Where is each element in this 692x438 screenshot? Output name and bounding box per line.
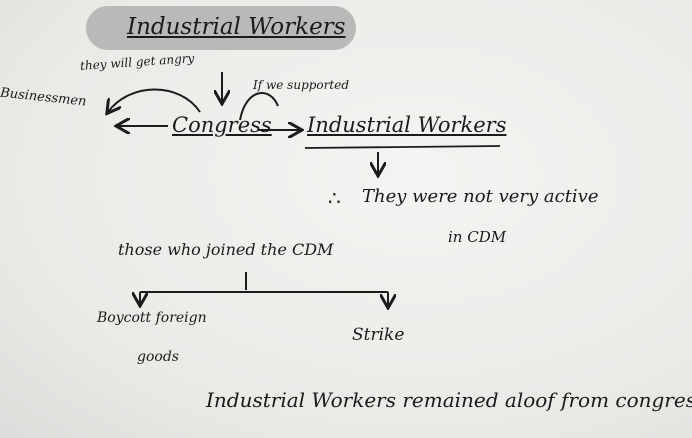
arrow-support-curve (239, 92, 279, 121)
title-highlight (86, 6, 356, 50)
branch-strike: Strike (352, 325, 405, 345)
summary-line: Industrial Workers remained aloof from c… (206, 388, 692, 412)
note-supported: If we supported (253, 78, 349, 92)
branch-boycott-goods: goods (137, 349, 179, 365)
branch-boycott: Boycott foreign (97, 310, 207, 326)
therefore-symbol: ∴ (328, 186, 341, 210)
node-congress: Congress (172, 113, 272, 137)
page-title: Industrial Workers (127, 14, 346, 40)
conclusion-line-1: They were not very active (362, 186, 599, 207)
joined-cdm-label: those who joined the CDM (118, 240, 334, 259)
arrow-congress-to-businessmen-curve (108, 88, 201, 113)
conclusion-line-2: in CDM (448, 228, 507, 246)
industrial-underline (304, 145, 501, 149)
node-industrial-workers: Industrial Workers (307, 113, 507, 137)
